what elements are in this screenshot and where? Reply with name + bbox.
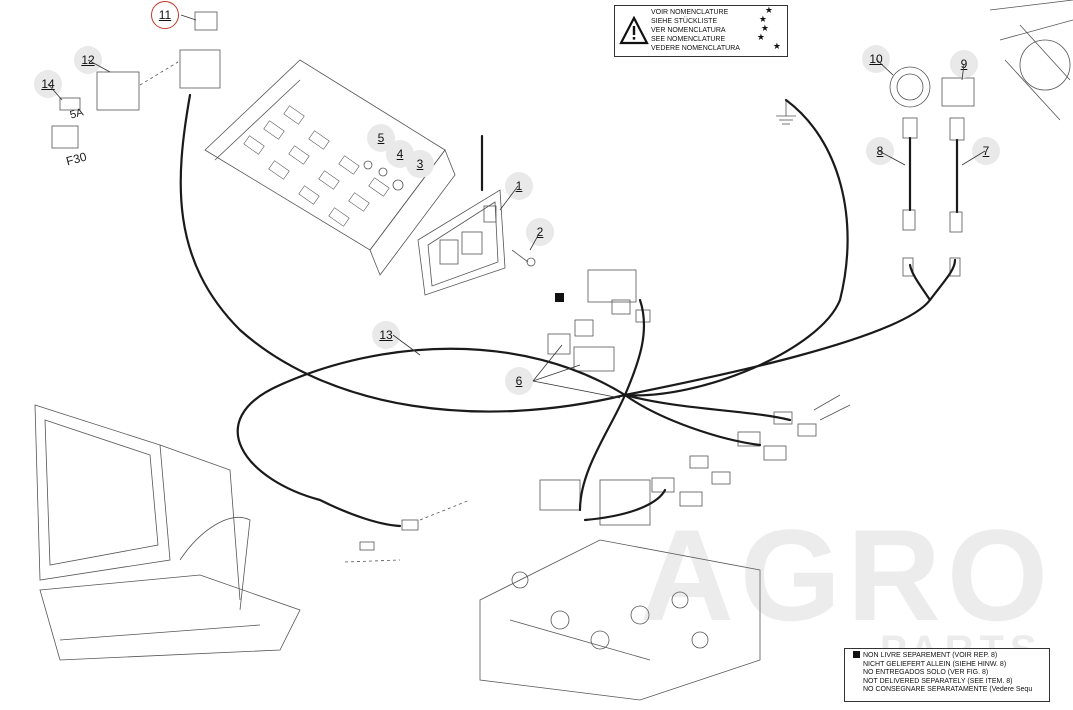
nomenclature-notice: VOIR NOMENCLATURE SIEHE STÜCKLISTE VER N…	[614, 5, 788, 57]
control-box	[417, 189, 506, 296]
callout-11-label: 11	[158, 8, 172, 22]
bolt	[511, 249, 536, 267]
notice-line: SEE NOMENCLATURE	[651, 36, 726, 43]
callout-6[interactable]: 6	[505, 367, 533, 395]
callout-13-label: 13	[379, 328, 393, 342]
callout-2[interactable]: 2	[526, 218, 554, 246]
notice-line: VEDERE NOMENCLATURA	[651, 45, 740, 52]
callout-8[interactable]: 8	[866, 137, 894, 165]
callout-1[interactable]: 1	[505, 172, 533, 200]
hydraulic-valve-block	[479, 479, 761, 701]
callout-13[interactable]: 13	[372, 321, 400, 349]
notice-stars: ★ ★ ★ ★ ★	[757, 6, 781, 51]
callout-11[interactable]: 11	[151, 1, 179, 29]
warning-triangle-icon	[619, 16, 649, 45]
callout-5-label: 5	[377, 131, 385, 145]
star-icon: ★	[764, 5, 773, 15]
footnote-line: NO ENTREGADOS SOLO (VER FIG. 8)	[863, 669, 989, 677]
star-icon: ★	[772, 41, 781, 51]
callout-8-label: 8	[876, 144, 884, 158]
callout-7[interactable]: 7	[972, 137, 1000, 165]
callout-12-label: 12	[81, 53, 95, 67]
callout-2-label: 2	[536, 225, 544, 239]
harness-13	[179, 93, 627, 413]
star-icon: ★	[756, 32, 765, 42]
star-icon: ★	[760, 23, 769, 33]
callout-6-label: 6	[515, 374, 523, 388]
footnote-line: NO CONSEGNARE SEPARATAMENTE (Vedere Sequ	[863, 686, 1033, 694]
square-marker-icon	[853, 651, 860, 658]
footnote-line: NON LIVRE SEPAREMENT (VOIR REP. 8)	[853, 651, 1032, 661]
callout-9-label: 9	[960, 57, 968, 71]
footnote-line: NICHT GELIEFERT ALLEIN (SIEHE HINW. 8)	[863, 660, 1007, 668]
callout-14-label: 14	[41, 77, 55, 91]
delivery-footnote: NON LIVRE SEPAREMENT (VOIR REP. 8) NICHT…	[844, 648, 1050, 702]
callout-3[interactable]: 3	[406, 150, 434, 178]
footnote-line: NOT DELIVERED SEPARATELY (SEE ITEM. 8)	[863, 677, 1013, 685]
callout-4-label: 4	[396, 147, 404, 161]
callout-9[interactable]: 9	[950, 50, 978, 78]
ground-symbol	[776, 100, 796, 125]
callout-12[interactable]: 12	[74, 46, 102, 74]
footnote-text: NON LIVRE SEPAREMENT (VOIR REP. 8)	[863, 652, 998, 659]
relay-mounting-plate	[204, 59, 456, 276]
watermark-brand: AGRO	[640, 502, 1054, 648]
notice-line: VOIR NOMENCLATURE	[651, 9, 729, 16]
callout-1-label: 1	[515, 179, 523, 193]
notice-line: SIEHE STÜCKLISTE	[651, 18, 718, 25]
notice-line: VER NOMENCLATURA	[651, 27, 726, 34]
callout-14[interactable]: 14	[34, 70, 62, 98]
callout-3-label: 3	[416, 157, 424, 171]
callout-10[interactable]: 10	[862, 45, 890, 73]
star-icon: ★	[758, 14, 767, 24]
callout-10-label: 10	[869, 52, 883, 66]
operator-seat	[34, 404, 301, 661]
callout-7-label: 7	[982, 144, 990, 158]
